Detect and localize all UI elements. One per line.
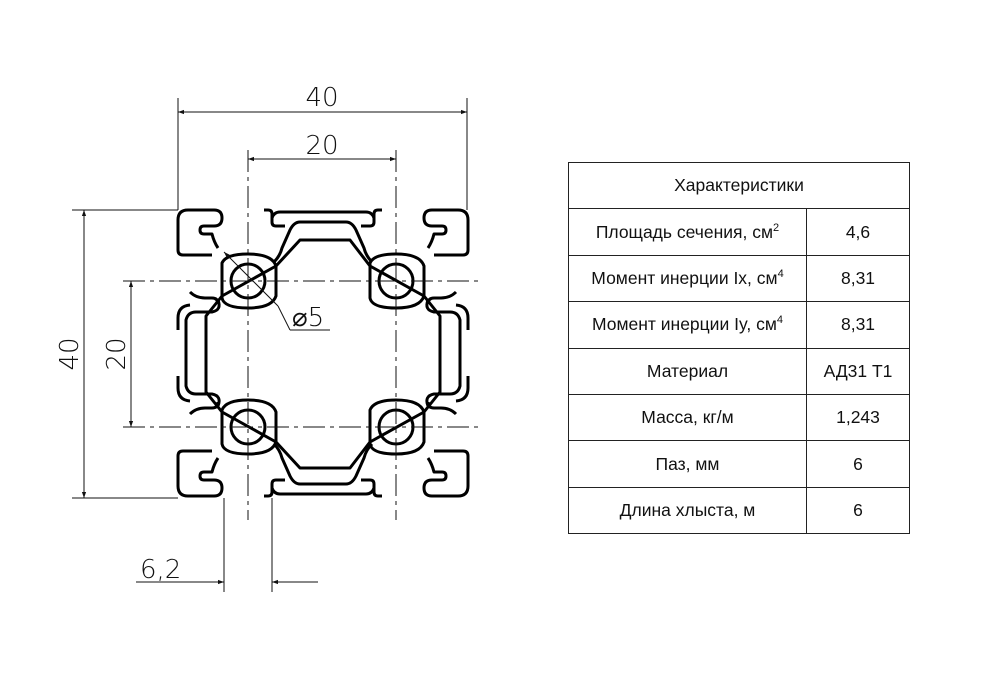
- row-label-text: Момент инерции Ix, см: [591, 267, 778, 288]
- table-header-row: Характеристики: [568, 161, 910, 210]
- table-row: Длина хлыста, м 6: [568, 486, 910, 535]
- row-value: 8,31: [806, 254, 910, 303]
- row-label-text: Масса, кг/м: [641, 407, 734, 428]
- row-value: 1,243: [806, 393, 910, 442]
- row-label-text: Момент инерции Iy, см: [591, 314, 777, 335]
- dim-spacing-20-horizontal: 20: [305, 131, 338, 161]
- dim-height-40: 40: [55, 337, 85, 370]
- table-row: Материал АД31 Т1: [568, 347, 910, 395]
- row-label-sup: 4: [777, 267, 784, 280]
- row-value: АД31 Т1: [806, 347, 910, 395]
- row-label: Длина хлыста, м: [568, 486, 807, 535]
- row-label: Материал: [568, 347, 807, 395]
- row-label-sup: 4: [776, 314, 784, 327]
- profile-outline: [176, 208, 470, 498]
- table-row: Паз, мм 6: [568, 440, 910, 488]
- dimension-lines: [81, 109, 467, 585]
- row-label-text: Площадь сечения, см: [595, 221, 774, 242]
- row-value: 6: [806, 440, 910, 488]
- extension-lines: [72, 98, 468, 592]
- dim-hole-diameter: ⌀5: [292, 303, 324, 333]
- table-title: Характеристики: [568, 161, 910, 210]
- row-value: 8,31: [806, 301, 910, 349]
- dim-width-40: 40: [305, 83, 338, 113]
- table-row: Площадь сечения, см2 4,6: [568, 208, 910, 256]
- table-row: Момент инерции Ix, см4 8,31: [568, 254, 910, 303]
- row-label-sup: 2: [773, 221, 780, 234]
- table-row: Момент инерции Iy, см4 8,31: [568, 301, 910, 349]
- dim-spacing-20-vertical: 20: [102, 337, 132, 370]
- row-label: Паз, мм: [568, 440, 807, 488]
- characteristics-table: Характеристики Площадь сечения, см2 4,6 …: [568, 161, 910, 535]
- row-label-text: Материал: [646, 360, 729, 381]
- row-label: Момент инерции Iy, см4: [568, 301, 807, 349]
- table-row: Масса, кг/м 1,243: [568, 393, 910, 442]
- dim-slot-width: 6,2: [140, 555, 181, 585]
- row-value: 6: [806, 486, 910, 535]
- row-label: Площадь сечения, см2: [568, 208, 807, 256]
- row-value: 4,6: [806, 208, 910, 256]
- center-lines: [123, 150, 480, 520]
- row-label: Масса, кг/м: [568, 393, 807, 442]
- row-label-text: Паз, мм: [655, 453, 720, 474]
- row-label: Момент инерции Ix, см4: [568, 254, 807, 303]
- row-label-text: Длина хлыста, м: [619, 499, 756, 520]
